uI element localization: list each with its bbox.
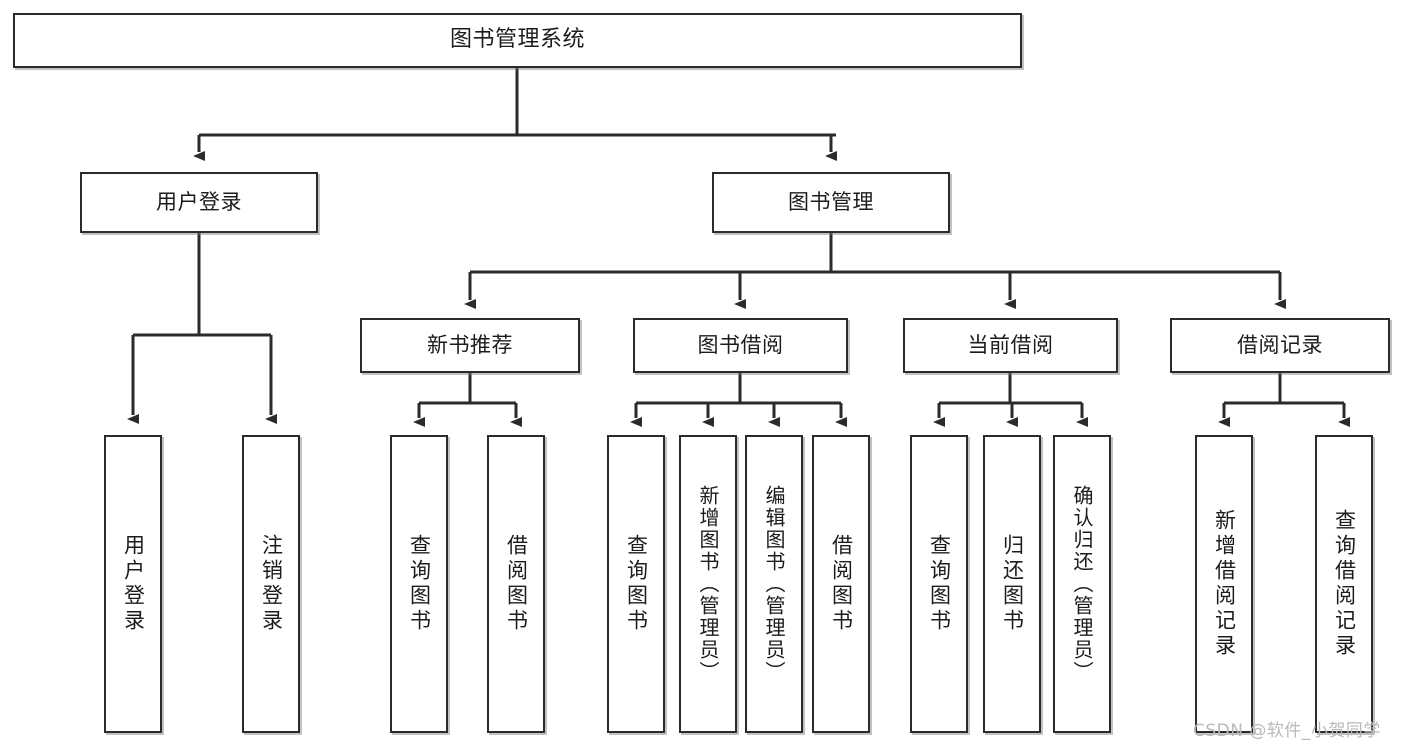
node-book-management[interactable]: 图书管理 — [712, 172, 950, 233]
node-book-management-label: 图书管理 — [788, 189, 874, 214]
node-leaf-query-book-recommend-label: 查询图书 — [407, 534, 432, 634]
watermark: CSDN @软件_小贺同学 — [1193, 721, 1381, 741]
node-book-borrow[interactable]: 图书借阅 — [633, 318, 848, 373]
node-leaf-query-book-borrow[interactable]: 查询图书 — [607, 435, 665, 733]
node-book-borrow-label: 图书借阅 — [697, 332, 784, 357]
node-current-borrow[interactable]: 当前借阅 — [903, 318, 1118, 373]
node-leaf-query-borrow-record-label: 查询借阅记录 — [1332, 509, 1357, 659]
node-leaf-query-borrow-record[interactable]: 查询借阅记录 — [1315, 435, 1373, 733]
node-leaf-logout-login-label: 注销登录 — [259, 534, 284, 634]
node-new-book-recommend-label: 新书推荐 — [427, 332, 513, 357]
node-leaf-user-login[interactable]: 用户登录 — [104, 435, 162, 733]
node-user-login-label: 用户登录 — [156, 189, 242, 214]
node-user-login[interactable]: 用户登录 — [80, 172, 318, 233]
node-leaf-return-book-label: 归还图书 — [1000, 534, 1025, 634]
node-leaf-edit-book-admin[interactable]: 编辑图书（管理员） — [745, 435, 803, 733]
node-leaf-borrow-book[interactable]: 借阅图书 — [812, 435, 870, 733]
node-borrow-record[interactable]: 借阅记录 — [1170, 318, 1390, 373]
node-leaf-add-borrow-record[interactable]: 新增借阅记录 — [1195, 435, 1253, 733]
node-leaf-borrow-book-label: 借阅图书 — [829, 534, 854, 634]
node-leaf-add-book-admin[interactable]: 新增图书（管理员） — [679, 435, 737, 733]
node-leaf-query-book-recommend[interactable]: 查询图书 — [390, 435, 448, 733]
node-current-borrow-label: 当前借阅 — [967, 332, 1054, 357]
node-leaf-confirm-return-admin[interactable]: 确认归还（管理员） — [1053, 435, 1111, 733]
node-root[interactable]: 图书管理系统 — [13, 13, 1022, 68]
node-leaf-borrow-book-recommend[interactable]: 借阅图书 — [487, 435, 545, 733]
node-new-book-recommend[interactable]: 新书推荐 — [360, 318, 580, 373]
node-leaf-borrow-book-recommend-label: 借阅图书 — [504, 534, 529, 634]
node-leaf-query-book-current[interactable]: 查询图书 — [910, 435, 968, 733]
node-leaf-logout-login[interactable]: 注销登录 — [242, 435, 300, 733]
node-leaf-add-book-admin-label: 新增图书（管理员） — [696, 485, 720, 683]
node-leaf-user-login-label: 用户登录 — [121, 534, 146, 634]
node-leaf-edit-book-admin-label: 编辑图书（管理员） — [762, 485, 786, 683]
node-borrow-record-label: 借阅记录 — [1237, 332, 1323, 357]
node-root-label: 图书管理系统 — [449, 27, 585, 53]
node-leaf-add-borrow-record-label: 新增借阅记录 — [1212, 509, 1237, 659]
node-leaf-confirm-return-admin-label: 确认归还（管理员） — [1070, 485, 1094, 683]
node-leaf-return-book[interactable]: 归还图书 — [983, 435, 1041, 733]
node-leaf-query-book-current-label: 查询图书 — [927, 534, 952, 634]
node-leaf-query-book-borrow-label: 查询图书 — [624, 534, 649, 634]
